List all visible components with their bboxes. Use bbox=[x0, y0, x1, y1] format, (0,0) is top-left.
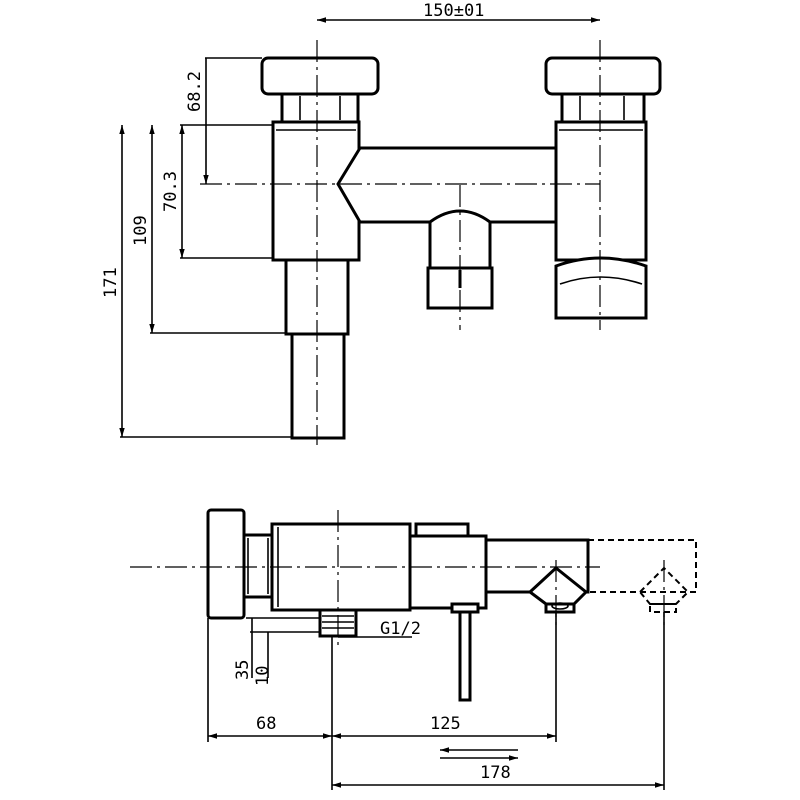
right-handle-stem bbox=[560, 92, 646, 124]
dimension-125: 125 bbox=[430, 714, 461, 734]
dimension-150: 150±01 bbox=[423, 1, 484, 21]
dimension-109: 109 bbox=[131, 215, 151, 246]
eccentric-fitting bbox=[290, 332, 346, 440]
dimension-171: 171 bbox=[101, 267, 121, 298]
side-diverter-top bbox=[414, 522, 470, 538]
dimension-35: 35 bbox=[233, 660, 253, 680]
left-handle-knob bbox=[260, 56, 380, 96]
side-spout-extended bbox=[588, 539, 697, 593]
side-spout-body bbox=[408, 534, 488, 610]
dimension-178: 178 bbox=[480, 763, 511, 783]
dimension-70-3: 70.3 bbox=[161, 171, 181, 212]
side-view: G1/2 35 10 68 125 178 bbox=[130, 508, 697, 790]
dimension-68-2: 68.2 bbox=[185, 71, 205, 112]
dimension-10: 10 bbox=[253, 666, 273, 686]
right-handle-knob bbox=[544, 56, 662, 96]
right-valve-body bbox=[554, 120, 648, 262]
side-lever bbox=[458, 606, 472, 702]
front-view: 150±01 68.2 70.3 109 171 bbox=[101, 1, 662, 445]
thread-label: G1/2 bbox=[380, 619, 421, 639]
left-handle-stem bbox=[280, 92, 360, 124]
side-knob bbox=[206, 508, 246, 620]
dimension-68: 68 bbox=[256, 714, 276, 734]
side-outlet bbox=[527, 566, 589, 606]
right-outlet-cap bbox=[554, 256, 648, 320]
